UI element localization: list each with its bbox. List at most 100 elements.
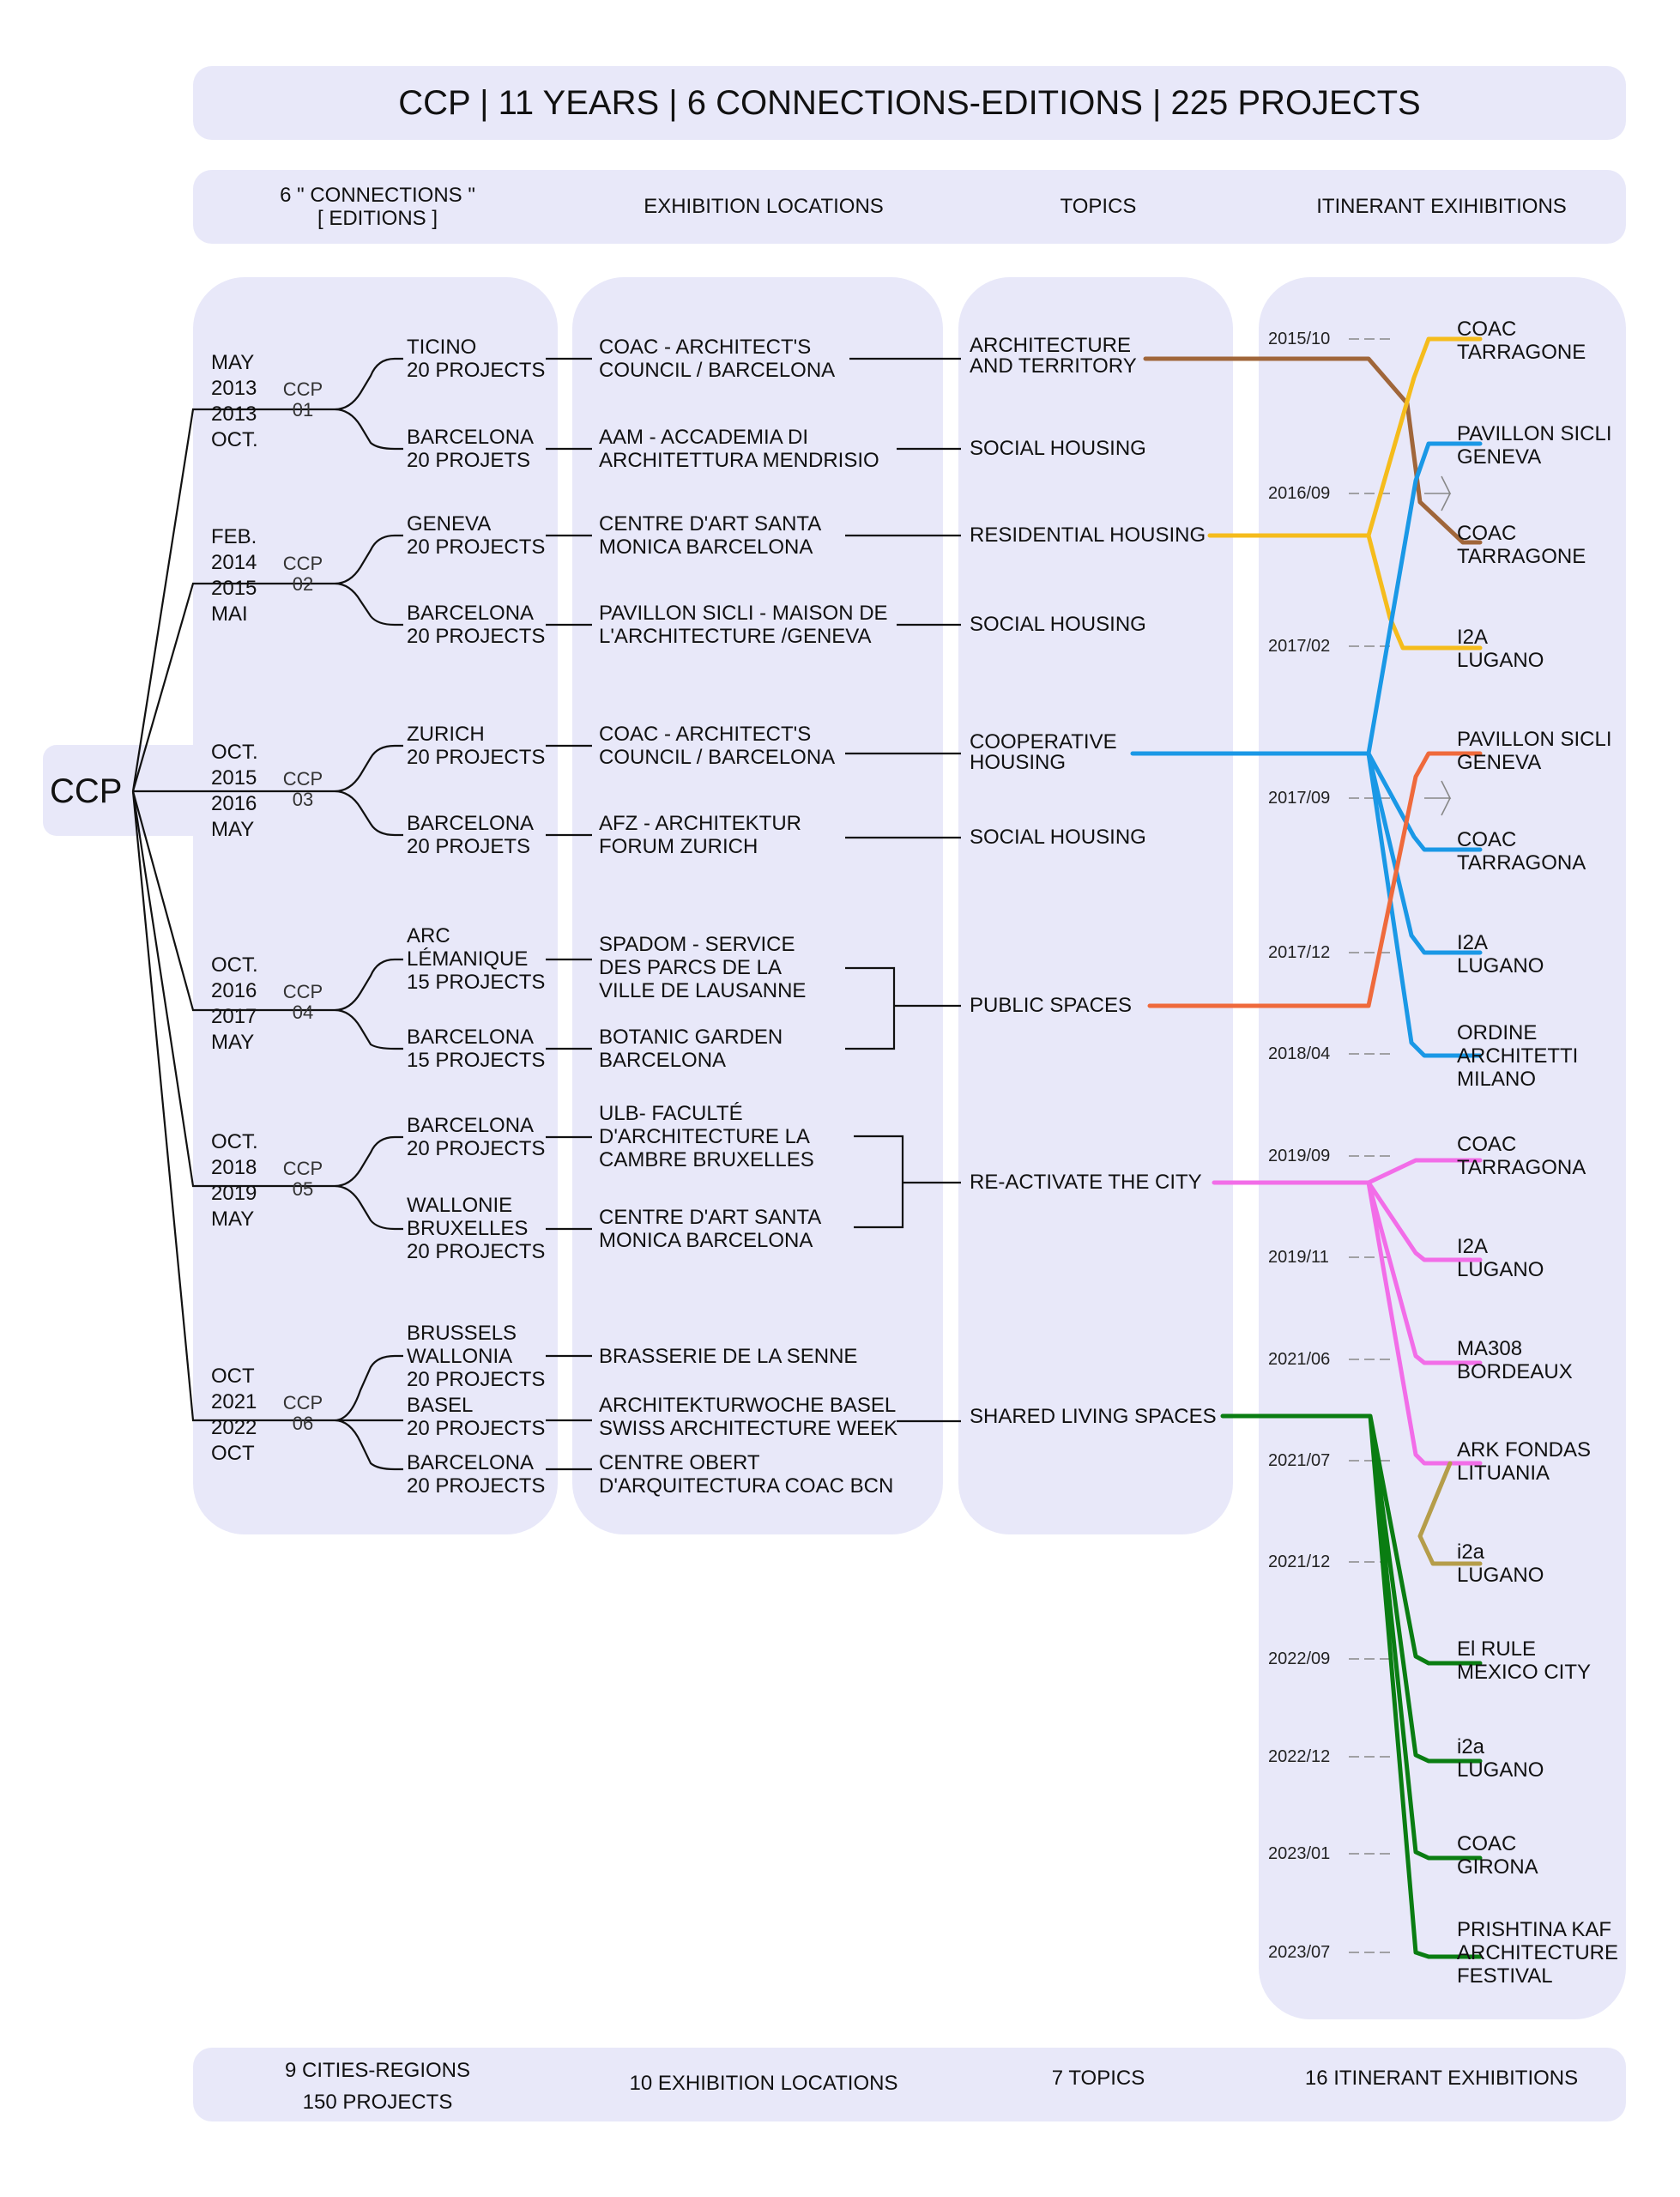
topic-label: SOCIAL HOUSING	[970, 613, 1146, 636]
edition-label: CCP 01	[282, 378, 323, 421]
root-label: CCP	[50, 772, 123, 810]
itinerant-column	[1259, 277, 1626, 2019]
topic-label: SOCIAL HOUSING	[970, 826, 1146, 849]
timeline-date: 2015/10	[1268, 330, 1331, 348]
root-link-ccp06	[131, 790, 335, 1422]
loc-topic-links	[845, 357, 961, 1423]
itinerant-venue: PRISHTINA KAF ARCHITECTURE FESTIVAL	[1457, 1918, 1619, 1988]
timeline-date: 2016/09	[1268, 484, 1331, 503]
exhibition-location: CENTRE OBERT D'ARQUITECTURA COAC BCN	[599, 1451, 894, 1498]
timeline-date: 2019/11	[1268, 1248, 1329, 1267]
itinerant-venue: ORDINE ARCHITETTI MILANO	[1457, 1021, 1579, 1091]
timeline-date: 2017/12	[1268, 943, 1331, 962]
itinerant-venue: COAC TARRAGONA	[1457, 828, 1586, 875]
exhibition-location: BRASSERIE DE LA SENNE	[599, 1345, 858, 1368]
total-topics: 7 TOPICS	[1051, 2067, 1145, 2090]
timeline-date: 2021/07	[1268, 1451, 1331, 1470]
edition-label: CCP 03	[282, 768, 323, 810]
exhibition-location: CENTRE D'ART SANTA MONICA BARCELONA	[599, 1206, 822, 1252]
edition-label: CCP 02	[282, 553, 323, 595]
topic-label: COOPERATIVE HOUSING	[970, 730, 1117, 774]
edition-city: BRUSSELS WALLONIA 20 PROJECTS	[407, 1322, 546, 1391]
timeline-date: 2021/12	[1268, 1552, 1331, 1571]
topic-label: SHARED LIVING SPACES	[970, 1405, 1217, 1428]
edition-dates: OCT. 2018 2019 MAY	[211, 1130, 258, 1231]
itinerant-venue: COAC TARRAGONE	[1457, 318, 1586, 364]
exhibition-location: BOTANIC GARDEN BARCELONA	[599, 1026, 783, 1072]
itinerant-venue: COAC GIRONA	[1457, 1832, 1538, 1879]
edition-city: BARCELONA 20 PROJECTS	[407, 1114, 546, 1160]
fork-ccp04	[334, 958, 403, 1050]
edition-label: CCP 06	[282, 1392, 323, 1434]
edition-city: ZURICH 20 PROJECTS	[407, 723, 546, 769]
total-cities: 9 CITIES-REGIONS 150 PROJECTS	[284, 2059, 471, 2114]
edition-city: BARCELONA 15 PROJECTS	[407, 1026, 546, 1072]
exhibition-location: COAC - ARCHITECT'S COUNCIL / BARCELONA	[599, 723, 836, 769]
itinerant-venue: COAC TARRAGONA	[1457, 1133, 1586, 1179]
itinerant-venue: i2a LUGANO	[1457, 1540, 1544, 1587]
edition-city: BARCELONA 20 PROJECTS	[407, 1451, 546, 1498]
fork-ccp01	[334, 357, 403, 451]
page-title: CCP | 11 YEARS | 6 CONNECTIONS-EDITIONS …	[398, 84, 1421, 122]
exhibition-location: AFZ - ARCHITEKTUR FORUM ZURICH	[599, 812, 802, 858]
route-reactivate-city	[1212, 1158, 1483, 1466]
edition-dates: FEB. 2014 2015 MAI	[211, 525, 257, 626]
exhibition-location: COAC - ARCHITECT'S COUNCIL / BARCELONA	[599, 336, 836, 382]
itinerant-venue: COAC TARRAGONE	[1457, 522, 1586, 568]
fork-ccp02	[334, 534, 403, 626]
timeline-date: 2022/12	[1268, 1747, 1331, 1766]
edition-dates: OCT 2021 2022 OCT	[211, 1365, 257, 1465]
itinerant-venue: I2A LUGANO	[1457, 626, 1544, 672]
header-itinerant: ITINERANT EXIHIBITIONS	[1316, 195, 1567, 218]
itinerant-venue: i2a LUGANO	[1457, 1735, 1544, 1782]
timeline-date: 2017/02	[1268, 637, 1331, 656]
header-bar	[193, 170, 1626, 244]
itinerant-venue: El RULE MEXICO CITY	[1457, 1637, 1592, 1684]
edition-city: TICINO 20 PROJECTS	[407, 336, 546, 382]
edition-city: GENEVA 20 PROJECTS	[407, 512, 546, 559]
fork-ccp03	[334, 744, 403, 837]
header-locations: EXHIBITION LOCATIONS	[644, 195, 884, 218]
exhibition-location: ARCHITEKTURWOCHE BASEL SWISS ARCHITECTUR…	[599, 1394, 898, 1440]
exhibition-location: PAVILLON SICLI - MAISON DE L'ARCHITECTUR…	[599, 602, 888, 648]
topic-label: ARCHITECTURE AND TERRITORY	[970, 334, 1137, 378]
city-loc-links	[546, 357, 592, 1471]
exhibition-location: CENTRE D'ART SANTA MONICA BARCELONA	[599, 512, 822, 559]
topics-column	[958, 277, 1233, 1534]
topic-label: RESIDENTIAL HOUSING	[970, 524, 1206, 547]
total-locations: 10 EXHIBITION LOCATIONS	[629, 2072, 898, 2095]
edition-city: ARC LÉMANIQUE 15 PROJECTS	[407, 924, 546, 994]
edition-city: BASEL 20 PROJECTS	[407, 1394, 546, 1440]
topic-label: PUBLIC SPACES	[970, 994, 1132, 1017]
title-bar	[193, 66, 1626, 140]
timeline-date: 2022/09	[1268, 1649, 1331, 1668]
header-editions: 6 " CONNECTIONS " [ EDITIONS ]	[280, 184, 475, 230]
edition-city: WALLONIE BRUXELLES 20 PROJECTS	[407, 1194, 546, 1263]
route-ark-to-i2a	[1417, 1461, 1483, 1566]
timeline-date: 2019/09	[1268, 1147, 1331, 1165]
root-link-ccp05	[131, 790, 335, 1188]
route-cooperative-housing	[1130, 441, 1483, 1058]
timeline-date: 2017/09	[1268, 789, 1331, 808]
itinerant-venue: ARK FONDAS LITUANIA	[1457, 1438, 1592, 1485]
edition-city: BARCELONA 20 PROJECTS	[407, 602, 546, 648]
exhibition-location: SPADOM - SERVICE DES PARCS DE LA VILLE D…	[599, 933, 807, 1002]
topic-label: RE-ACTIVATE THE CITY	[970, 1171, 1202, 1194]
itinerant-venue: PAVILLON SICLI GENEVA	[1457, 728, 1612, 774]
itinerant-venue: MA308 BORDEAUX	[1457, 1337, 1573, 1383]
root-link-ccp04	[131, 790, 335, 1012]
bracket-reactivate	[854, 1135, 961, 1229]
itinerant-venue: I2A LUGANO	[1457, 931, 1544, 977]
totals-bar	[193, 2048, 1626, 2121]
timeline-date: 2018/04	[1268, 1044, 1331, 1063]
edition-dates: OCT. 2016 2017 MAY	[211, 953, 258, 1054]
route-public-spaces	[1147, 751, 1483, 1008]
fork-ccp05	[334, 1135, 403, 1231]
edition-dates: OCT. 2015 2016 MAY	[211, 741, 258, 841]
timeline-date: 2023/01	[1268, 1844, 1331, 1863]
exhibition-location: AAM - ACCADEMIA DI ARCHITETTURA MENDRISI…	[599, 426, 879, 472]
edition-label: CCP 04	[282, 981, 323, 1023]
root-link-ccp02	[131, 582, 335, 792]
editions-column	[193, 277, 558, 1534]
